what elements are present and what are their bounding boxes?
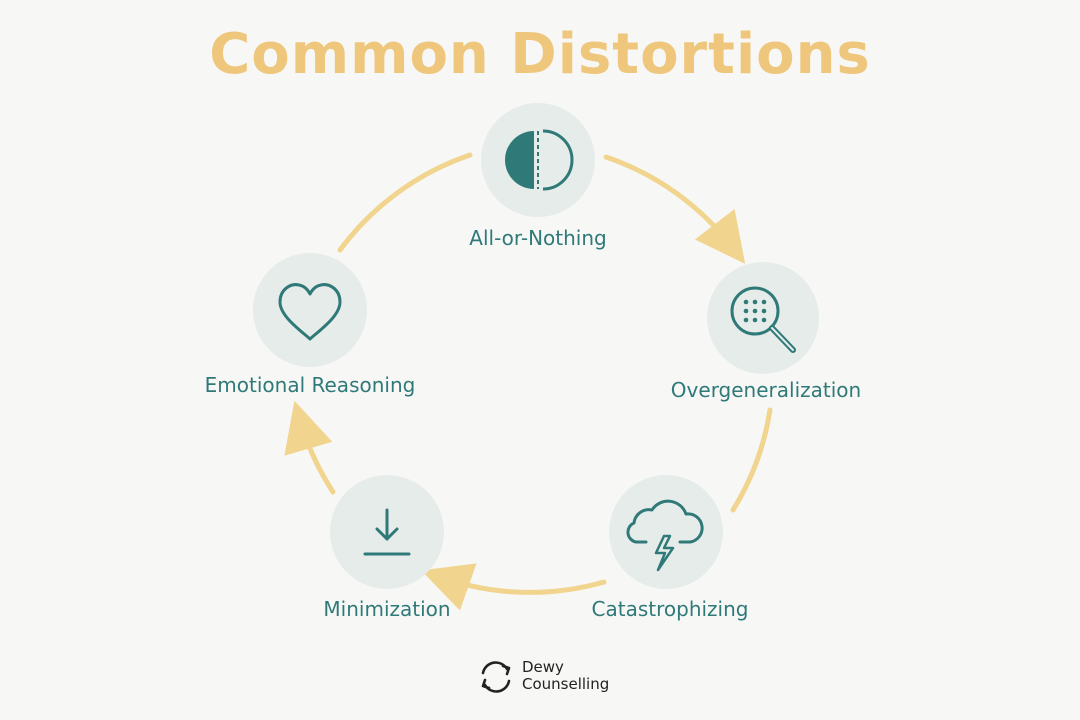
arrow-cat-to-min: [421, 563, 607, 611]
node-label-overgeneralization: Overgeneralization: [670, 378, 862, 402]
node-label-emotional-reasoning: Emotional Reasoning: [204, 373, 416, 397]
arrow-min-to-emo: [284, 400, 336, 495]
node-label-all-or-nothing: All-or-Nothing: [469, 226, 607, 250]
brand-logo: Dewy Counselling: [476, 657, 616, 697]
brand-line-2: Counselling: [522, 675, 610, 693]
node-label-minimization: Minimization: [323, 597, 451, 621]
page-title: Common Distortions: [209, 22, 871, 87]
node-overgeneralization: [707, 262, 819, 374]
brand-name: Dewy Counselling: [522, 659, 609, 693]
arrow-all-to-over: [603, 154, 746, 264]
download-arrow-icon: [363, 508, 411, 556]
node-label-catastrophizing: Catastrophizing: [591, 597, 749, 621]
brand-line-1: Dewy: [522, 658, 564, 676]
magnifier-dots-icon: [730, 286, 796, 353]
arrow-emo-to-all: [337, 152, 473, 253]
node-all-or-nothing: [481, 103, 595, 217]
node-emotional-reasoning: [253, 253, 367, 367]
circular-arrows-icon: [481, 661, 511, 693]
node-catastrophizing: [609, 475, 723, 589]
half-circle-icon: [505, 129, 574, 191]
node-minimization: [330, 475, 444, 589]
heart-icon: [278, 283, 342, 341]
arrow-over-to-cat: [730, 407, 773, 513]
storm-cloud-icon: [626, 499, 704, 572]
